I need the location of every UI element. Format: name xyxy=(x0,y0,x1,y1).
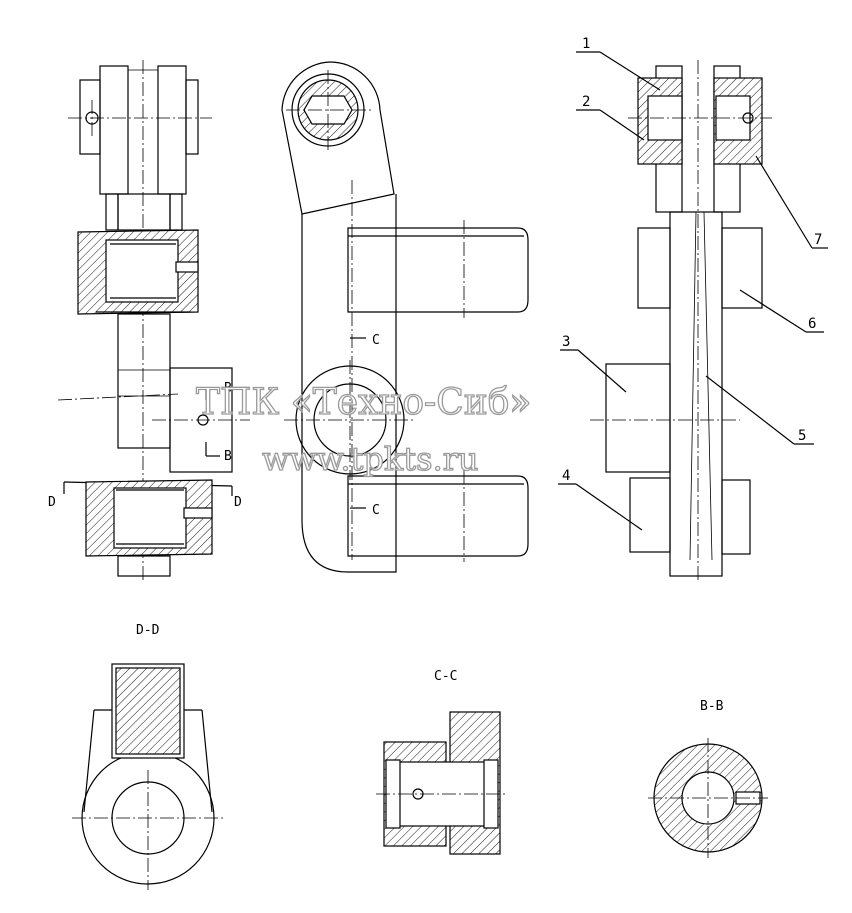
callout-6: 6 xyxy=(808,316,816,332)
section-titles: D-D C-C B-B xyxy=(136,623,724,714)
section-title-dd: D-D xyxy=(136,623,160,638)
callout-3: 3 xyxy=(562,334,570,350)
section-mark-b-upper: B xyxy=(224,381,232,396)
callout-5: 5 xyxy=(798,428,806,444)
callout-numbers: 1 2 3 4 5 6 7 xyxy=(562,36,822,484)
section-mark-b-lower: B xyxy=(224,449,232,464)
right-side-view xyxy=(590,60,772,580)
watermark: ТПК «Техно-Сиб» www.tpkts.ru xyxy=(195,381,532,478)
section-mark-d-right: D xyxy=(234,495,242,510)
callout-4: 4 xyxy=(562,468,570,484)
watermark-company: ТПК «Техно-Сиб» xyxy=(196,382,531,423)
leader-lines xyxy=(558,51,828,531)
middle-front-view xyxy=(281,61,529,573)
callout-2: 2 xyxy=(582,94,590,110)
section-dd xyxy=(72,663,224,890)
callout-7: 7 xyxy=(814,232,822,248)
section-mark-d-left: D xyxy=(48,495,56,510)
section-title-cc: C-C xyxy=(434,669,457,684)
section-mark-c-upper: C xyxy=(372,333,380,348)
left-side-view xyxy=(57,60,250,580)
section-marks: B B C C D D xyxy=(48,333,380,518)
section-mark-c-lower: C xyxy=(372,503,380,518)
section-bb xyxy=(648,738,768,858)
section-cc xyxy=(376,711,508,855)
callout-1: 1 xyxy=(582,36,590,52)
watermark-url: www.tpkts.ru xyxy=(262,440,479,478)
section-title-bb: B-B xyxy=(700,699,724,714)
